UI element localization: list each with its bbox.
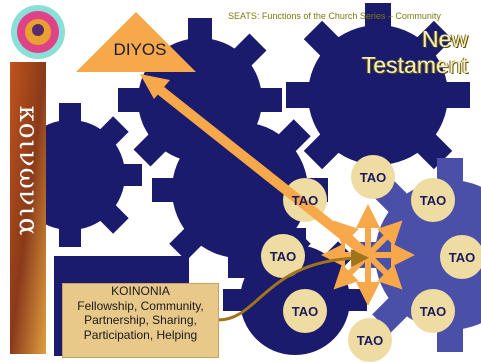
tao-circle-4: [261, 234, 305, 278]
tao-label: TAO: [291, 304, 319, 319]
koinonia-title: KOINONIA: [111, 284, 170, 298]
koinonia-line2: Partnership, Sharing,: [84, 313, 197, 327]
tao-circle-7: [411, 289, 455, 333]
tao-circle-6: [283, 289, 327, 333]
tao-circle-3: [411, 178, 455, 222]
arrow-to-diyos: [155, 85, 373, 260]
tao-label: TAO: [419, 304, 447, 319]
seats-logo: [11, 5, 65, 59]
tao-circle-8: [348, 318, 392, 362]
koinonia-link-arrow: [217, 249, 369, 322]
tao-label: TAO: [448, 250, 476, 265]
tao-label: TAO: [359, 170, 387, 185]
side-banner-text: κοινωνια: [13, 66, 43, 276]
tao-circle-5: [440, 235, 481, 279]
arrow-to-diyos-head: [140, 74, 170, 99]
tao-label: TAO: [356, 333, 384, 348]
koinonia-line1: Fellowship, Community,: [77, 298, 204, 313]
tao-label: TAO: [269, 249, 297, 264]
diyos-triangle: [76, 12, 196, 72]
greek-koinonia-label: κοινωνια: [13, 105, 43, 237]
tao-label: TAO: [291, 193, 319, 208]
koinonia-box: KOINONIA Fellowship, Community, Partners…: [62, 283, 219, 358]
series-title: SEATS: Functions of the Church Series – …: [228, 11, 441, 21]
diyos-label: DIYOS: [113, 40, 167, 59]
section-title-line1: New: [421, 26, 468, 52]
koinonia-line3: Participation, Helping: [83, 327, 198, 342]
section-title: New Testament: [318, 26, 468, 78]
section-title-line2: Testament: [361, 52, 468, 78]
tao-circle-1: [351, 155, 395, 199]
tao-label: TAO: [419, 193, 447, 208]
radial-arrows: [321, 204, 415, 306]
side-banner: [10, 62, 46, 354]
